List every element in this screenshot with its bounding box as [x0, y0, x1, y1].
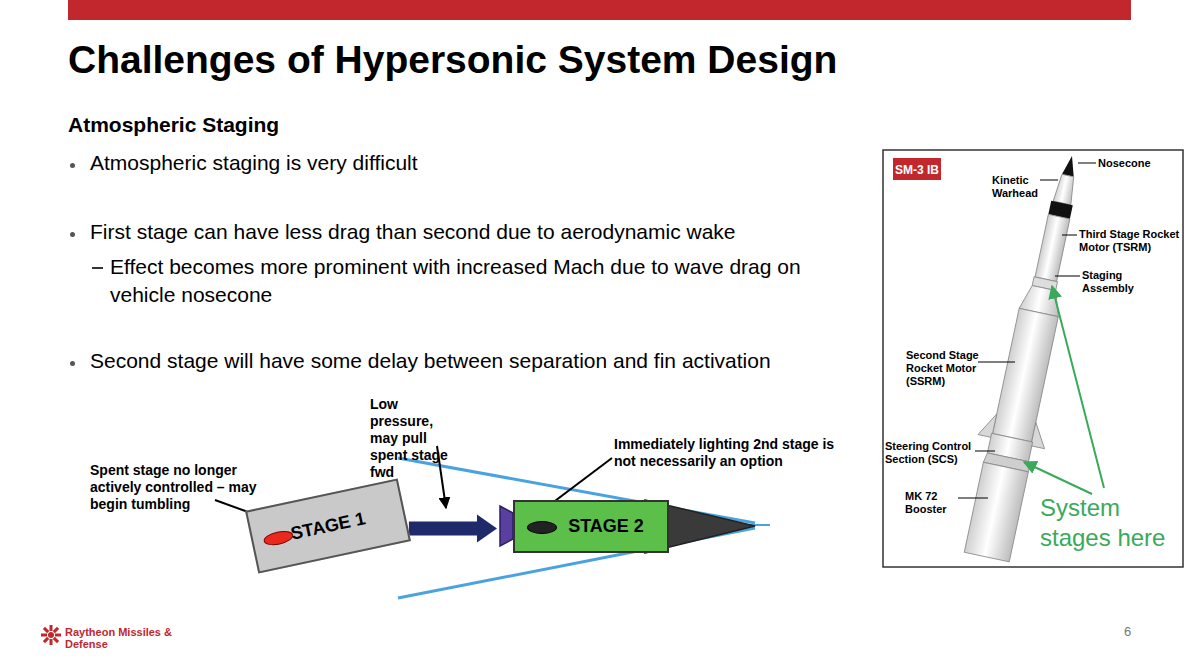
stage-pointer — [1024, 462, 1092, 494]
block-arrow — [409, 515, 497, 543]
leader-line — [1062, 235, 1077, 236]
header-bar — [68, 0, 1131, 20]
logo-text: Raytheon Missiles & Defense — [65, 626, 175, 650]
tag-label: SM-3 IB — [893, 161, 941, 179]
active-stage: STAGE 2 — [513, 500, 669, 553]
part-label: Steering Control Section (SCS) — [885, 440, 977, 466]
leader-line — [975, 451, 995, 452]
stage-note: System stages here — [1040, 493, 1185, 553]
tag-box — [893, 158, 941, 180]
stage-label: STAGE 2 — [568, 516, 644, 537]
sub-bullet-text: Effect becomes more prominent with incre… — [110, 253, 830, 309]
logo-mark — [41, 625, 61, 645]
leader-line — [958, 498, 988, 499]
callout-text: Spent stage no longer actively controlle… — [90, 462, 280, 513]
leader-line — [1040, 180, 1058, 181]
leader-line — [978, 362, 1015, 363]
panel-frame — [883, 150, 1183, 567]
bullet-dot — [70, 163, 75, 168]
callout-text: Low pressure, may pull spent stage fwd — [370, 396, 460, 481]
leader-line — [1055, 276, 1080, 277]
engine-mark — [527, 521, 557, 534]
nozzle — [500, 506, 513, 546]
part-label: Kinetic Warhead — [992, 174, 1042, 200]
bullet-text: Second stage will have some delay betwee… — [90, 349, 850, 373]
spent-stage: STAGE 1 — [245, 478, 411, 573]
section-heading: Atmospheric Staging — [68, 113, 468, 137]
part-label: Staging Assembly — [1082, 269, 1142, 295]
bullet-dot — [70, 361, 75, 366]
part-label: MK 72 Booster — [905, 490, 961, 516]
leader-line — [1078, 163, 1096, 164]
slide-title: Challenges of Hypersonic System Design — [68, 38, 837, 82]
page-number: 6 — [1124, 624, 1144, 639]
stage-pointer — [1052, 286, 1104, 488]
sub-bullet-dash — [92, 267, 103, 269]
part-label: Nosecone — [1098, 157, 1178, 170]
bullet-text: First stage can have less drag than seco… — [90, 220, 850, 244]
part-label: Second Stage Rocket Motor (SSRM) — [906, 349, 984, 388]
stage-label: STAGE 1 — [289, 508, 367, 544]
bullet-text: Atmospheric staging is very difficult — [90, 151, 850, 175]
bullet-dot — [70, 232, 75, 237]
part-label: Third Stage Rocket Motor (TSRM) — [1079, 228, 1183, 254]
callout-text: Immediately lighting 2nd stage is not ne… — [614, 436, 844, 470]
